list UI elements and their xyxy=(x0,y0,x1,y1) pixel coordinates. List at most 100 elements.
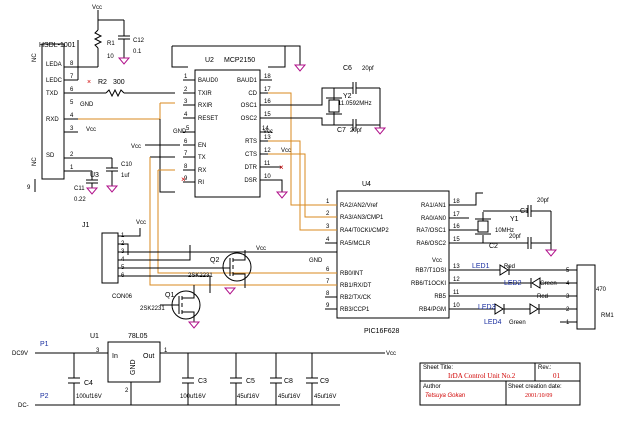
u2-left-pin-num: 9 xyxy=(184,176,188,182)
u4-left-pin-num: 4 xyxy=(326,237,330,243)
u4-right-pin-label: RA1/AN1 xyxy=(421,203,447,209)
u4-left-pin-label: RA3/AN3/CMP1 xyxy=(340,215,384,221)
u2-left-pin-label: TX xyxy=(198,155,206,161)
j1-connector: J1 CON06 Vcc 1 2 3 4 5 6 xyxy=(82,220,337,300)
j1-part: CON06 xyxy=(112,294,133,300)
c11-value: 0.22 xyxy=(74,197,86,203)
dc-minus-label: DC- xyxy=(18,403,29,409)
q2-mosfet: Q2 2SK2231 xyxy=(188,250,252,295)
rev-label: Rev.: xyxy=(538,365,552,371)
rev-value: 01 xyxy=(553,372,561,380)
nc-x-mark: × xyxy=(87,79,91,86)
r1-value: 10 xyxy=(107,54,114,60)
u2-right-pin-num: 12 xyxy=(264,148,271,154)
u2-left-pin-label: BAUD0 xyxy=(198,78,219,84)
r1-label: R1 xyxy=(107,41,115,47)
date-value: 2001/10/09 xyxy=(525,393,552,399)
rm1-pin: 3 xyxy=(566,294,570,300)
u4-right-pin-label: RB5 xyxy=(434,294,446,300)
vcc-label: Vcc xyxy=(92,5,102,11)
irda-pin-label: SD xyxy=(46,153,55,159)
u4-right-pin-num: 15 xyxy=(453,237,460,243)
u2-ref: U2 xyxy=(205,57,214,64)
y2-label: Y2 xyxy=(343,93,352,100)
irda-pin-num: 4 xyxy=(70,113,74,119)
led2-color: Green xyxy=(540,281,557,287)
nc-x-mark: × xyxy=(181,175,186,184)
u2-left-pin-num: 7 xyxy=(184,151,188,157)
c11-label: C11 xyxy=(74,186,85,192)
r2: R2 300 xyxy=(78,79,175,98)
u2-vcc-pin-label: Vcc xyxy=(263,129,273,135)
led-array: 470 RM1 5 4 3 2 1 LED1 Red LED2 Green LE… xyxy=(457,263,614,330)
u2-vcc-pin-num: 14 xyxy=(262,126,269,132)
u4-left-pin-label: RA4/T0CKI/CMP2 xyxy=(340,228,389,234)
c10-label: C10 xyxy=(121,162,133,168)
led4-label: LED4 xyxy=(484,319,502,326)
c3-value: 100uf16V xyxy=(180,394,206,400)
c5-label: C5 xyxy=(246,378,255,385)
u4-right-pin-label: RB6/T1OCKI xyxy=(411,281,446,287)
u2-left-pin-num: 2 xyxy=(184,87,188,93)
u4-gnd-label: GND xyxy=(309,258,323,264)
c5-value: 45uf16V xyxy=(237,394,259,400)
q1-mosfet: Q1 2SK2231 xyxy=(140,285,201,329)
u4-left-pin-label: RB0/INT xyxy=(340,271,363,277)
rm1-pin: 2 xyxy=(566,307,570,313)
c9-label: C9 xyxy=(320,378,329,385)
irda-pin-label: RXD xyxy=(46,117,59,123)
y2-value: 11.0592MHz xyxy=(338,101,372,107)
q1-part: 2SK2231 xyxy=(140,306,165,312)
irda-pin-num: 5 xyxy=(70,100,74,106)
u4-left-pin-label: RB3/CCP1 xyxy=(340,307,370,313)
regulator-part: 78L05 xyxy=(128,333,148,340)
u3-c10-c11: U3 C10 1uf C11 0.22 xyxy=(74,157,133,203)
vcc-label: Vcc xyxy=(136,220,146,226)
irda-nc-label: NC xyxy=(32,53,38,62)
c7-value: 20pf xyxy=(350,128,362,134)
u2-right-pin-label: DSR xyxy=(244,178,257,184)
irda-nc-label: NC xyxy=(32,157,38,166)
irda-pin-num: 1 xyxy=(70,165,74,171)
j1-pin: 6 xyxy=(121,273,125,279)
c10-value: 1uf xyxy=(121,173,130,179)
date-label: Sheet creation date: xyxy=(508,384,562,390)
irda-pin-num: 7 xyxy=(70,74,74,80)
u4-left-pin-num: 1 xyxy=(326,199,330,205)
j1-pin: 3 xyxy=(121,249,125,255)
irda-pin-num: 6 xyxy=(70,87,74,93)
u2-part: MCP2150 xyxy=(224,57,255,64)
u2-right-pin-num: 18 xyxy=(264,74,271,80)
u4-left-pin-num: 6 xyxy=(326,267,330,273)
c4-label: C4 xyxy=(84,380,93,387)
j1-pin: 2 xyxy=(121,241,125,247)
dc-plus-label: DC9V xyxy=(12,351,28,357)
vcc-label: Vcc xyxy=(256,246,266,252)
q2-part: 2SK2231 xyxy=(188,273,213,279)
u4-right-pin-num: 11 xyxy=(453,290,460,296)
power-supply: U1 78L05 In Out GND 3 1 2 P1 P2 DC9V DC-… xyxy=(12,333,396,409)
u4-left-pin-label: RA2/AN2/Vref xyxy=(340,203,378,209)
q2-label: Q2 xyxy=(210,257,219,264)
irda-pin-num: 8 xyxy=(70,61,74,67)
reg-in: In xyxy=(112,353,118,360)
j1-pin: 1 xyxy=(121,233,125,239)
led4-color: Green xyxy=(509,320,526,326)
u4-left-pin-num: 9 xyxy=(326,303,330,309)
u3-label: U3 xyxy=(90,172,99,179)
u4-right-pin-num: 13 xyxy=(453,264,460,270)
r1-c12: Vcc R1 10 C12 0.1 xyxy=(92,5,145,67)
u4-ref: U4 xyxy=(362,181,371,188)
u2-left-pin-num: 3 xyxy=(184,99,188,105)
u4-left-pin-num: 7 xyxy=(326,279,330,285)
u2-right-pin-label: RTS xyxy=(245,139,257,145)
rm1-value: 470 xyxy=(596,287,607,293)
c6-label: C6 xyxy=(343,65,352,72)
u2-right-pin-label: OSC2 xyxy=(241,116,258,122)
c2-value: 20pf xyxy=(509,234,521,240)
led1-color: Red xyxy=(504,264,515,270)
rm1-pin: 1 xyxy=(566,320,570,326)
vcc-label: Vcc xyxy=(131,144,141,150)
sheet-title-label: Sheet Title: xyxy=(423,365,453,371)
